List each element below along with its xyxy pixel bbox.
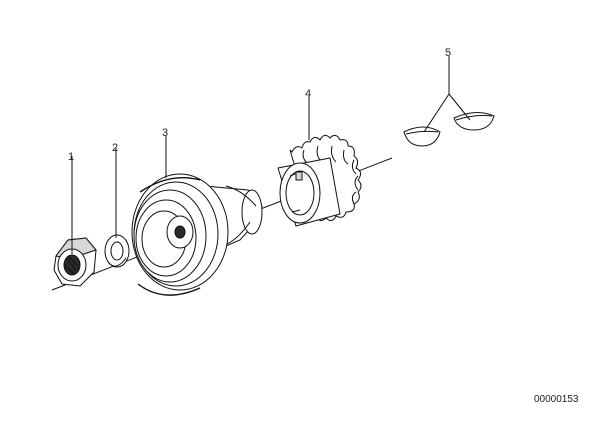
- callout-1: 1: [68, 151, 74, 163]
- callout-4: 4: [305, 88, 311, 100]
- part-1-hex-nut[interactable]: [53, 237, 97, 287]
- part-2-washer[interactable]: [104, 234, 130, 268]
- part-5-woodruff-key-left[interactable]: [403, 126, 441, 147]
- callout-3: 3: [162, 127, 168, 139]
- part-4-sprocket[interactable]: [277, 134, 362, 227]
- diagram-id-label: 00000153: [534, 394, 579, 405]
- callout-2: 2: [112, 142, 118, 154]
- part-3-pulley[interactable]: [131, 173, 263, 296]
- leader-lines: [71, 56, 471, 254]
- part-5-woodruff-key-right[interactable]: [453, 112, 495, 131]
- callout-5: 5: [445, 47, 451, 59]
